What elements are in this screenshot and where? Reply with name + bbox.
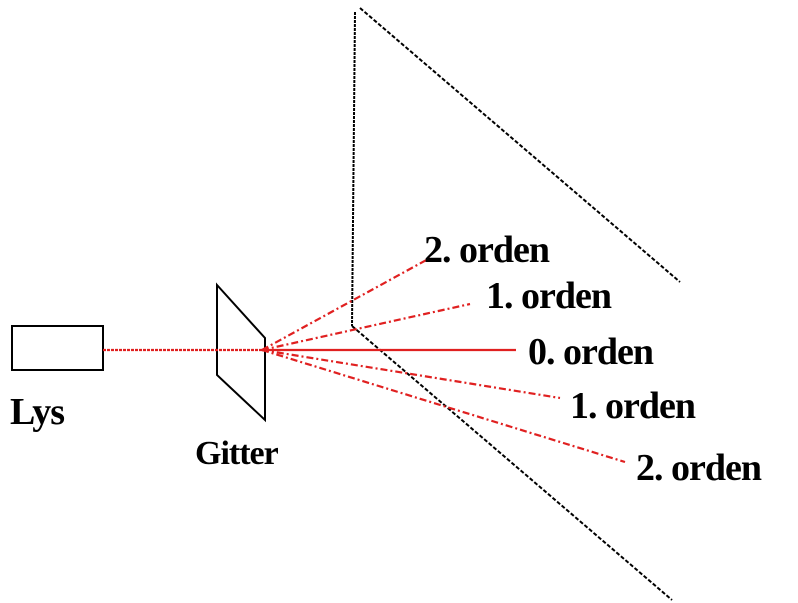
screen-top-edge (359, 7, 681, 283)
rays (103, 257, 626, 464)
order-1-lower-label: 1. orden (570, 385, 696, 427)
screen-bottom-edge (351, 325, 673, 601)
order-1-upper-ray (261, 302, 471, 352)
light-source-box (11, 325, 104, 371)
order-2-lower-ray (261, 348, 626, 464)
screen (351, 7, 681, 601)
grating-plate (216, 282, 266, 423)
order-1-lower-ray (261, 348, 561, 400)
order-2-upper-ray (261, 257, 431, 351)
screen-left-edge (351, 11, 356, 327)
light-source-label: Lys (10, 391, 64, 433)
order-2-upper-label: 2. orden (424, 229, 550, 271)
order-2-lower-label: 2. orden (636, 447, 762, 489)
grating-label: Gitter (195, 435, 279, 472)
order-0-label: 0. orden (528, 331, 654, 373)
order-1-upper-label: 1. orden (486, 275, 612, 317)
